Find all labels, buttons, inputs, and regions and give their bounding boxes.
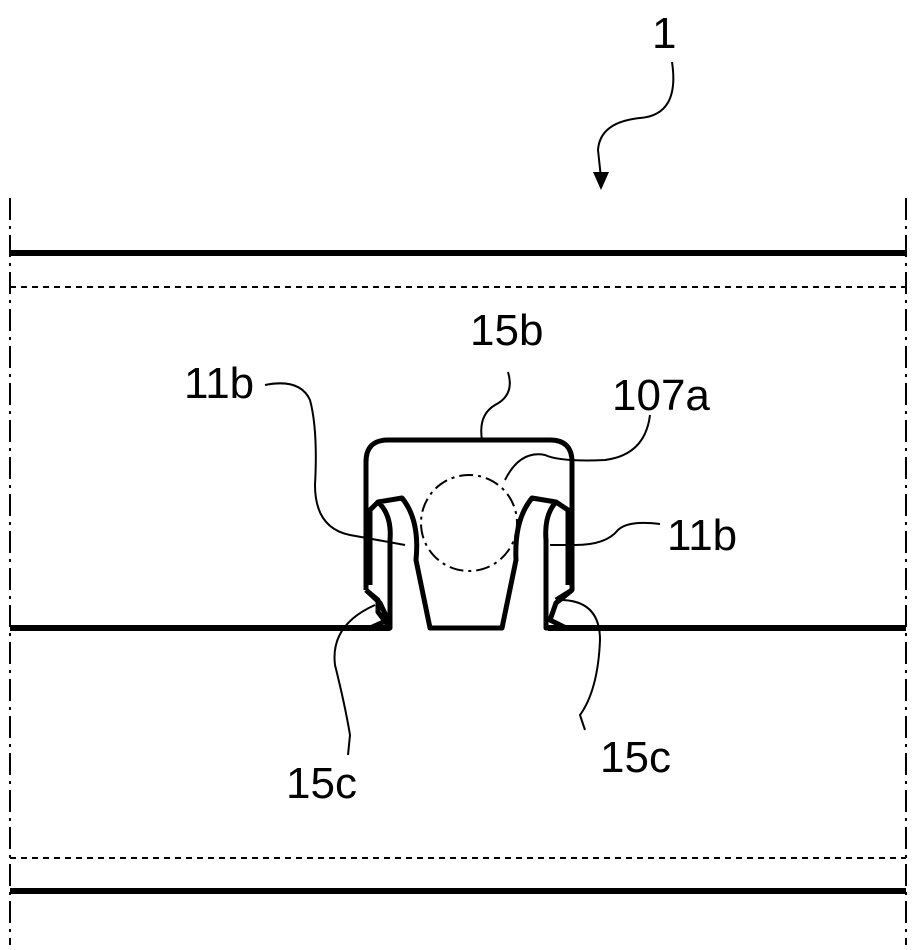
- ball-107a: [421, 475, 517, 571]
- assembly-leader: [598, 62, 673, 178]
- label-15c-left: 15c: [286, 759, 357, 808]
- clip-11b-left-wall: [370, 502, 378, 585]
- label-15c-right: 15c: [600, 733, 671, 782]
- label-11b-right: 11b: [667, 511, 737, 560]
- cover-15b: [366, 440, 572, 600]
- label-11b-left: 11b: [184, 359, 254, 408]
- label-15b: 15b: [470, 306, 543, 355]
- label-assembly: 1: [652, 9, 676, 58]
- leader-11b-left: [265, 383, 405, 545]
- assembly-arrowhead: [593, 172, 609, 190]
- label-107a: 107a: [612, 371, 710, 420]
- leader-15c-right: [560, 600, 600, 730]
- clip-11b-right-wall: [556, 502, 568, 585]
- clip-11b-left-arm: [366, 498, 556, 628]
- leader-15b: [481, 372, 510, 440]
- leader-107a: [505, 415, 650, 480]
